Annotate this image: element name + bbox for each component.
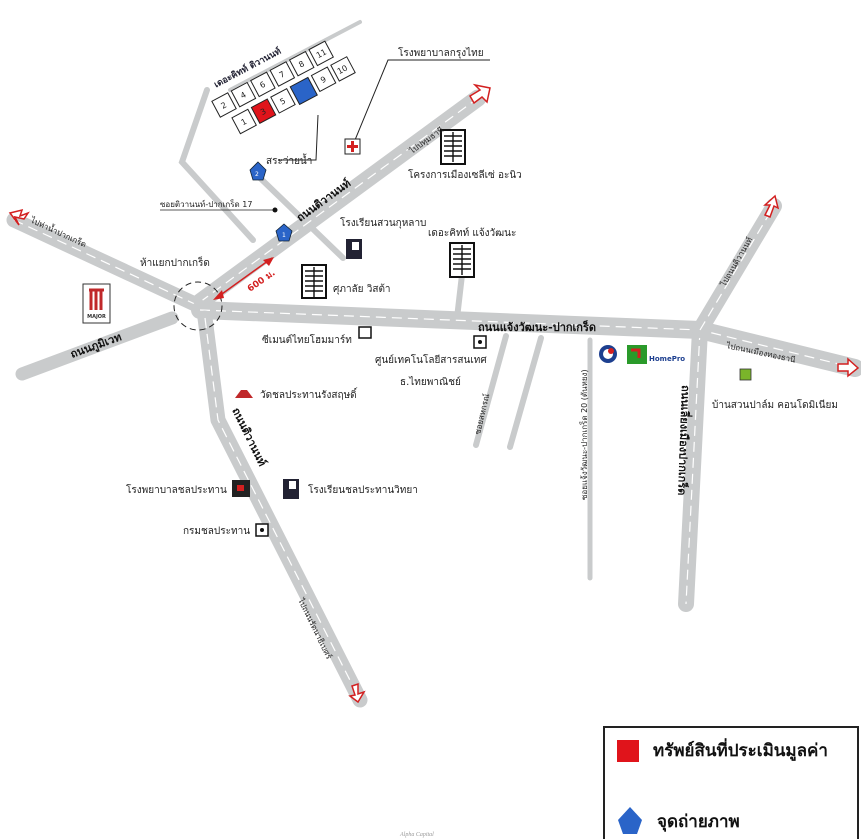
irrigation-label: กรมชลประทาน (183, 526, 250, 537)
gas-station-icon (599, 345, 617, 363)
street-soi17 (178, 87, 256, 243)
plot-row-top: 2 4 6 7 8 11 (211, 40, 334, 118)
plot-number: 2 (219, 100, 228, 110)
homepro-logo: HomePro (649, 355, 685, 363)
soi20-label: ซอยแจ้งวัฒนะ-ปากเกร็ด 20 (ตันหยง) (579, 369, 589, 500)
school-icon (346, 239, 362, 259)
watermark: Alpha Capital (399, 832, 434, 838)
supalai-label: ศุภาลัย วิสต้า (333, 283, 391, 295)
direction-arrows (8, 83, 860, 704)
junction-label: ห้าแยกปากเกร็ด (140, 255, 210, 269)
cement-label: ซีเมนต์ไทยโฮมมาร์ท (262, 333, 352, 346)
irrigation-icon (255, 523, 269, 537)
tech-center-label: ศูนย์เทคโนโลยีสารสนเทศ (375, 353, 487, 366)
plot-row-bottom: 1 3 5 9 10 (231, 56, 356, 135)
plot-number: 7 (278, 69, 287, 79)
hospital-chon-icon (232, 480, 250, 497)
project-road (228, 20, 362, 92)
street-soi (507, 335, 544, 450)
photo-point-icon (618, 807, 642, 834)
arrow-e-icon (837, 357, 860, 378)
shop-icon (358, 326, 372, 339)
building-icon (449, 242, 475, 278)
arrow-s-icon (348, 682, 366, 704)
school-suankularb-label: โรงเรียนสวนกุหลาบ (340, 216, 426, 229)
hospital-icon (344, 138, 361, 155)
street-soi-sahakorn (473, 333, 509, 448)
main-roads (6, 89, 861, 708)
marker-number: 1 (282, 232, 286, 239)
temple-label: วัดชลประทานรังสฤษดิ์ (260, 387, 358, 401)
junction-circle (173, 281, 223, 331)
condo-icon (739, 368, 752, 381)
plot-number: 4 (239, 90, 248, 100)
road-label-chaengwattana: ถนนแจ้งวัฒนะ-ปากเกร็ด (478, 320, 596, 334)
arrow-n-icon (763, 194, 780, 218)
building-icon (440, 129, 466, 165)
plot-number: 6 (258, 80, 267, 90)
plot-number: 3 (259, 107, 268, 117)
plot-number: 11 (315, 47, 328, 60)
soi-sahakorn-label: ซอยสหกรณ์ (472, 392, 491, 435)
temple-icon (235, 390, 253, 398)
bank-label: ธ.ไทยพาณิชย์ (400, 376, 461, 388)
legend-item-property: ทรัพย์สินที่ประเมินมูลค่า (617, 737, 828, 764)
plot-number: 10 (336, 63, 349, 76)
condo-label: บ้านสวนปาล์ม คอนโดมิเนียม (712, 398, 838, 411)
plot-number: 5 (278, 96, 287, 106)
hospital-krungthai-label: โรงพยาบาลกรุงไทย (398, 46, 484, 59)
arrow-nw-icon (8, 208, 30, 226)
hospital-chon-label: โรงพยาบาลชลประทาน (126, 483, 227, 496)
minor-streets (178, 20, 593, 581)
legend-photo-label: จุดถ่ายภาพ (657, 811, 740, 832)
marker-number: 2 (255, 171, 259, 178)
soi17-label: ซอยติวานนท์-ปากเกร็ด 17 (160, 199, 252, 209)
photo-marker-1: 1 (275, 223, 293, 242)
legend-property-label: ทรัพย์สินที่ประเมินมูลค่า (653, 741, 828, 761)
plot-number: 8 (297, 59, 306, 69)
bank-icon (473, 335, 487, 349)
school-chon-label: โรงเรียนชลประทานวิทยา (308, 483, 418, 496)
street-kitt (454, 272, 465, 321)
building-icon (301, 264, 327, 299)
subject-property (250, 98, 277, 125)
major-logo-text: MAJOR (87, 314, 106, 320)
map-legend: ทรัพย์สินที่ประเมินมูลค่า จุดถ่ายภาพ (603, 726, 859, 839)
pool-plot (289, 76, 318, 106)
red-square-icon (617, 739, 639, 762)
store-icon (627, 345, 647, 364)
plot-number: 1 (240, 117, 249, 127)
road-label-mueangthong: ถนนเลี่ยงเมืองปากเกร็ด (675, 385, 694, 496)
major-logo: MAJOR (82, 283, 111, 324)
legend-item-photo: จุดถ่ายภาพ (617, 806, 740, 836)
photo-marker-2: 2 (249, 161, 267, 181)
street-cross (255, 173, 346, 261)
arrow-ne-icon (468, 83, 491, 105)
kitt-chaeng-label: เดอะคิทท์ แจ้งวัฒนะ (428, 227, 516, 239)
plot-number: 9 (319, 75, 328, 85)
school-chon-icon (283, 479, 299, 499)
pool-label: สระว่ายน้ำ (266, 153, 312, 167)
city-sense-label: โครงการเมืองเซลีเซ่ อะนิว (408, 168, 522, 181)
